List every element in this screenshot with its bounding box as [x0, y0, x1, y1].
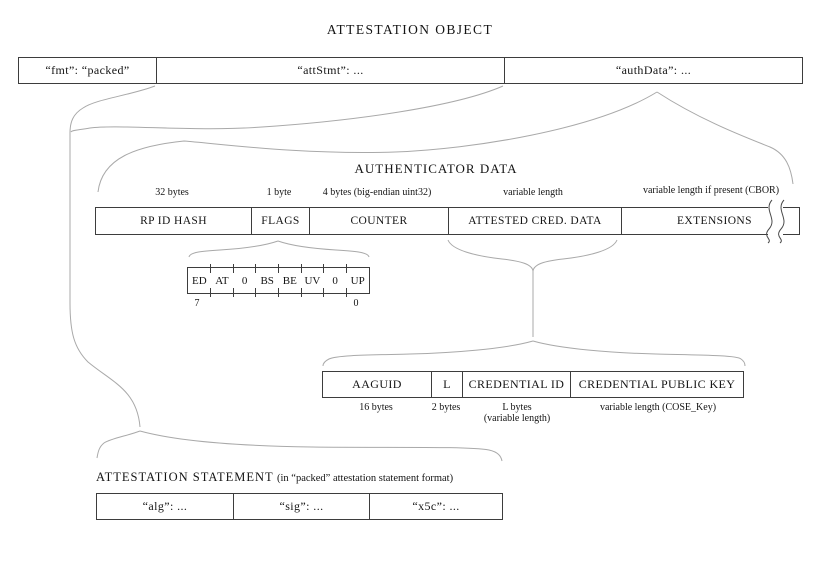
bit-index-low: 0 [353, 298, 359, 309]
extensions-size: variable length if present (CBOR) [642, 185, 780, 196]
attested-brace-left [322, 340, 534, 367]
aaguid-cell: AAGUID [352, 377, 402, 391]
attested-funnel-left [447, 239, 534, 272]
rp-id-hash-cell: RP ID HASH [140, 215, 207, 227]
fmt-cell: “fmt”: “packed” [45, 63, 130, 77]
bit-index-high: 7 [194, 298, 200, 309]
counter-cell: COUNTER [309, 208, 448, 234]
flags-cell: FLAGS [251, 208, 309, 234]
attestation-object-row: “fmt”: “packed” “attStmt”: ... “authData… [18, 57, 803, 84]
sig-cell: “sig”: ... [233, 494, 369, 519]
attested-cred-data-row: AAGUID L CREDENTIAL ID CREDENTIAL PUBLIC… [322, 371, 744, 398]
flag-bit-up: UP [345, 264, 369, 297]
credential-id-size: L bytes (variable length) [484, 402, 550, 424]
flags-bits-box: ED AT 0 BS BE UV 0 UP [187, 264, 370, 297]
attestation-statement-row: “alg”: ... “sig”: ... “x5c”: ... [96, 493, 503, 520]
flag-bit-1: 0 [323, 264, 347, 297]
authenticator-data-row: RP ID HASH FLAGS COUNTER ATTESTED CRED. … [95, 207, 800, 235]
x5c-cell: “x5c”: ... [369, 494, 502, 519]
authdata-cell: “authData”: ... [504, 58, 802, 83]
credential-public-key-cell: CREDENTIAL PUBLIC KEY [570, 372, 743, 397]
authenticator-data-title: AUTHENTICATOR DATA [354, 161, 518, 176]
alg-cell: “alg”: ... [142, 499, 188, 513]
aaguid-size: 16 bytes [359, 402, 393, 413]
flag-bit-uv: UV [300, 264, 324, 297]
attested-funnel-right [532, 239, 618, 272]
attestation-statement-note: (in “packed” attestation statement forma… [277, 473, 454, 484]
attestation-statement-title: ATTESTATION STATEMENT [96, 470, 274, 484]
statement-brace-left [96, 430, 141, 459]
diagram-title: ATTESTATION OBJECT [326, 22, 494, 37]
credential-public-key-size: variable length (COSE_Key) [599, 402, 717, 413]
attested-cred-size: variable length [503, 187, 563, 198]
statement-brace-right [139, 430, 503, 462]
credential-id-size-line2: (variable length) [483, 413, 551, 424]
length-size: 2 bytes [431, 402, 461, 413]
authdata-brace-left [97, 91, 658, 193]
flag-bit-at: AT [210, 264, 234, 297]
credential-id-size-line1: L bytes [502, 402, 532, 413]
flags-size: 1 byte [266, 187, 292, 198]
attstmt-curve [70, 85, 504, 133]
attstmt-cell: “attStmt”: ... [156, 58, 504, 83]
length-cell: L [431, 372, 462, 397]
authdata-brace-right [656, 91, 794, 185]
flag-bit-5: 0 [232, 264, 256, 297]
extensions-cell: EXTENSIONS [621, 208, 799, 234]
credential-id-cell: CREDENTIAL ID [462, 372, 570, 397]
flags-brace-left [188, 240, 279, 258]
rp-id-hash-size: 32 bytes [155, 187, 189, 198]
flag-bit-bs: BS [255, 264, 279, 297]
flag-bit-ed: ED [191, 274, 207, 287]
flags-brace-right [277, 240, 370, 258]
counter-size: 4 bytes (big-endian uint32) [322, 187, 432, 198]
fmt-to-statement-curve [69, 85, 156, 428]
attested-cred-data-cell: ATTESTED CRED. DATA [448, 208, 621, 234]
attested-brace-right [532, 340, 746, 367]
flag-bit-be: BE [278, 264, 302, 297]
